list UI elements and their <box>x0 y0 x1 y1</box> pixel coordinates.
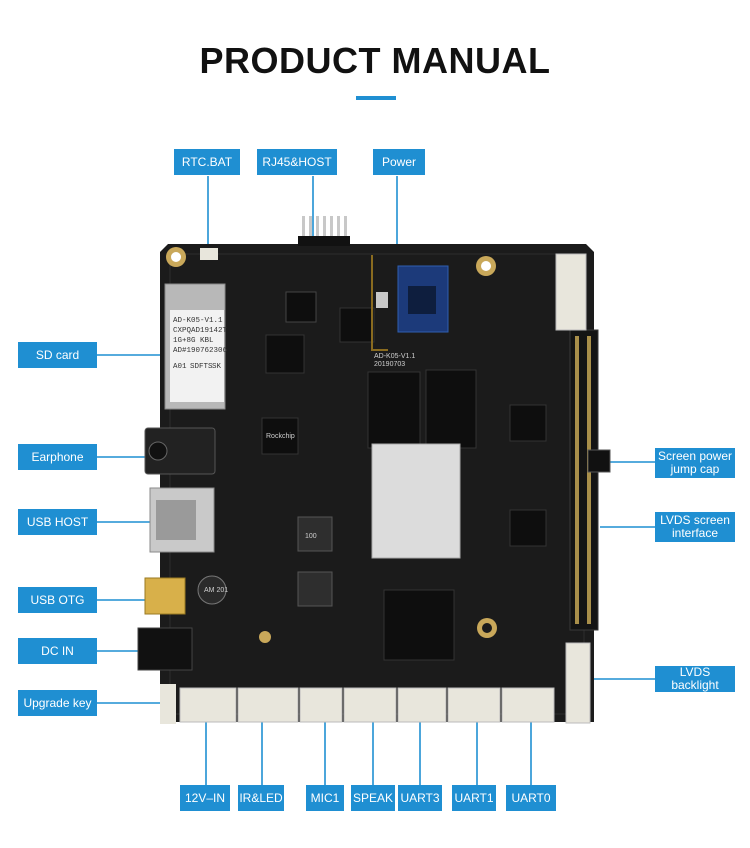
label-lvds-backlight: LVDS backlight <box>655 666 735 692</box>
sticker-cell: A01 <box>173 363 187 371</box>
label-usb-host: USB HOST <box>18 509 97 535</box>
label-lvds-screen: LVDS screen interface <box>655 512 735 542</box>
label-earphone: Earphone <box>18 444 97 470</box>
label-sd-card: SD card <box>18 342 97 368</box>
label-dc-in: DC IN <box>18 638 97 664</box>
label-ir-led: IR&LED <box>238 785 284 811</box>
label-rj45-host: RJ45&HOST <box>257 149 337 175</box>
label-power: Power <box>373 149 425 175</box>
sd-sticker: AD-K05-V1.1 CXPQAD19142T 1G+8G KBL AD#19… <box>173 317 228 371</box>
pcb-board <box>137 216 611 724</box>
sticker-line: AD-K05-V1.1 <box>173 317 223 325</box>
label-line: LVDS screen <box>660 513 730 527</box>
label-12v-in: 12V–IN <box>180 785 230 811</box>
chip-mark: AM 201 <box>204 587 228 594</box>
sticker-cell: SK <box>212 363 222 371</box>
label-line: jump cap <box>670 462 720 476</box>
label-screen-power: Screen power jump cap <box>655 448 735 478</box>
label-speak: SPEAK <box>351 785 395 811</box>
label-usb-otg: USB OTG <box>18 587 97 613</box>
silkscreen-text: 20190703 <box>374 361 405 368</box>
label-uart3: UART3 <box>398 785 442 811</box>
chip-mark: 100 <box>305 533 317 540</box>
sticker-cell: SDFTS <box>190 363 213 371</box>
sticker-line: 1G+8G KBL <box>173 337 214 345</box>
label-line: Screen power <box>657 449 733 463</box>
title-underline <box>356 96 396 100</box>
label-uart0: UART0 <box>506 785 556 811</box>
label-upgrade-key: Upgrade key <box>18 690 97 716</box>
sticker-line: CXPQAD19142T <box>173 327 228 335</box>
page-title: PRODUCT MANUAL <box>199 40 551 81</box>
label-line: interface <box>671 526 719 540</box>
label-uart1: UART1 <box>452 785 496 811</box>
silkscreen-text: AD-K05-V1.1 <box>374 353 415 360</box>
chip-mark: Rockchip <box>266 433 295 440</box>
label-rtc-bat: RTC.BAT <box>174 149 240 175</box>
sticker-line: AD#190762306 <box>173 347 228 355</box>
label-mic1: MIC1 <box>306 785 344 811</box>
